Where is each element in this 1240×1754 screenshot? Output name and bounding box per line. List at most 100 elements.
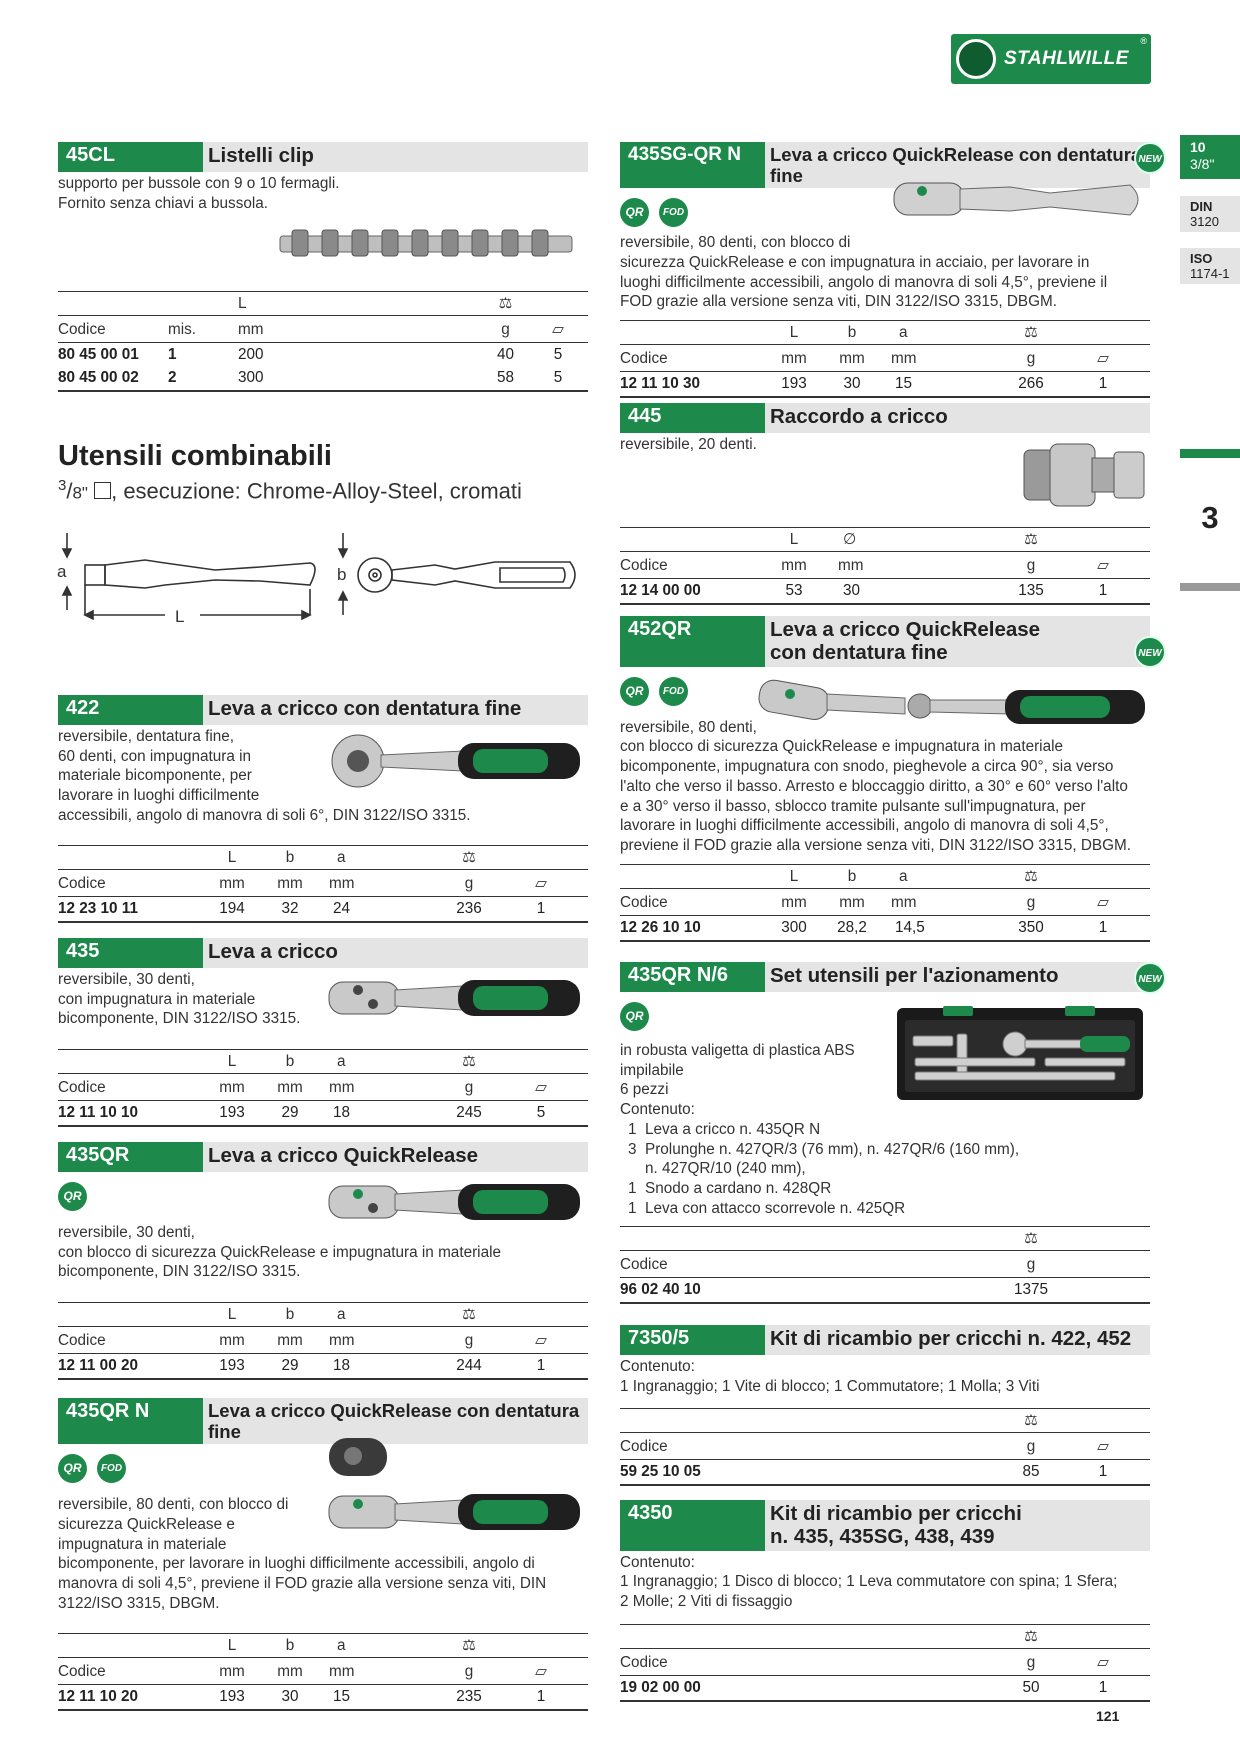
- desc-line: e a 30° verso il basso, sblocco tramite …: [620, 797, 1086, 815]
- col-length-unit: mm: [238, 315, 483, 344]
- title-line: Leva a cricco QuickRelease: [770, 618, 1041, 641]
- col-length-label: L: [227, 1306, 237, 1324]
- col-a-label: a: [337, 1053, 346, 1071]
- sidebar-din-number: 3120: [1190, 214, 1219, 229]
- page-subtitle: 3/8" , esecuzione: Chrome-Alloy-Steel, c…: [58, 477, 522, 504]
- cell-qty: 1: [1056, 915, 1150, 942]
- col-unit: mm: [823, 344, 881, 372]
- col-size: mis.: [168, 315, 238, 344]
- cell-length: 194: [203, 896, 261, 923]
- col-unit: mm: [765, 888, 823, 916]
- gear-icon: [956, 39, 996, 79]
- title-line: Kit di ricambio per cricchi: [770, 1502, 1022, 1525]
- col-b-label: b: [285, 1637, 295, 1655]
- col-unit: mm: [203, 869, 261, 897]
- col-unit: mm: [823, 551, 1006, 579]
- product-title: Leva a cricco con dentatura fine: [208, 697, 522, 720]
- product-code: 435QR N: [58, 1398, 203, 1445]
- chapter-marker-bottom: [1180, 583, 1240, 591]
- cell-weight: 135: [1006, 578, 1056, 605]
- cell-b: 28,2: [823, 915, 881, 942]
- ratchet-435-image: [328, 980, 580, 1016]
- section-435qr: 435QR Leva a cricco QuickRelease QR reve…: [58, 1142, 588, 1381]
- qr-badge: QR: [620, 676, 649, 706]
- section-header: 435QR Leva a cricco QuickRelease: [58, 1142, 588, 1172]
- cell-length: 193: [203, 1100, 261, 1128]
- product-title: Leva a cricco: [208, 940, 338, 963]
- col-unit: mm: [319, 1326, 444, 1355]
- desc-line: Fornito senza chiavi a bussola.: [58, 194, 269, 212]
- fod-badge: FOD: [659, 676, 688, 706]
- desc-line: impugnatura in materiale: [58, 1535, 227, 1553]
- desc-line: Contenuto:: [620, 1553, 695, 1571]
- section-header: 435QR N/6 Set utensili per l'azionamento: [620, 962, 1150, 992]
- col-unit: mm: [881, 888, 1006, 916]
- cell-weight: 245: [444, 1100, 494, 1128]
- dim-l-label: L: [175, 607, 184, 625]
- ratchet-435qr-image: [328, 1184, 580, 1220]
- contents-item: n. 427QR/10 (240 mm),: [628, 1160, 806, 1178]
- product-code: 435: [58, 938, 203, 968]
- cell-qty: 5: [528, 366, 588, 393]
- package-icon: ▱: [528, 315, 588, 344]
- product-code: 435QR: [58, 1142, 203, 1172]
- square-drive-icon: [94, 482, 112, 500]
- desc-line: lavorare in luoghi difficilmente: [58, 787, 260, 805]
- chapter-number: 3: [1201, 500, 1219, 535]
- package-icon: ▱: [1056, 1648, 1150, 1676]
- tool-case-image: [897, 1006, 1143, 1100]
- brand-name: STAHLWILLE: [1004, 48, 1129, 69]
- cell-weight: 350: [1006, 915, 1056, 942]
- package-icon: ▱: [494, 1326, 588, 1355]
- product-code: 7350/5: [620, 1325, 765, 1355]
- sidebar-tab-number: 10: [1190, 139, 1206, 155]
- weight-icon: ⚖: [462, 1637, 476, 1655]
- dimension-diagram: a L b: [57, 533, 576, 625]
- package-icon: ▱: [494, 869, 588, 897]
- title-line: n. 435, 435SG, 438, 439: [770, 1525, 995, 1549]
- desc-line: l'alto che verso il basso. Arresto e blo…: [620, 777, 1128, 795]
- page-number: 121: [1096, 1708, 1120, 1724]
- col-weight-unit: g: [1006, 344, 1056, 372]
- col-length-label: L: [227, 848, 237, 866]
- section-header: 7350/5 Kit di ricambio per cricchi n. 42…: [620, 1325, 1150, 1355]
- col-unit: mm: [319, 869, 444, 897]
- section-header: 452QR Leva a cricco QuickRelease con den…: [620, 616, 1150, 667]
- cell-weight: 58: [483, 366, 528, 393]
- product-code: 452QR: [620, 616, 765, 667]
- product-title: Leva a cricco QuickRelease: [208, 1144, 479, 1167]
- col-length-label: L: [227, 1637, 237, 1655]
- desc-line: reversibile, dentatura fine,: [58, 728, 235, 745]
- package-icon: ▱: [1056, 888, 1150, 916]
- col-weight-unit: g: [1006, 1648, 1056, 1676]
- desc-line: 1 Ingranaggio; 1 Disco di blocco; 1 Leva…: [620, 1573, 1118, 1591]
- package-icon: ▱: [1056, 551, 1150, 579]
- cell-code: 96 02 40 10: [620, 1277, 1006, 1305]
- cell-code: 80 45 00 01: [58, 346, 139, 364]
- weight-icon: ⚖: [462, 848, 476, 866]
- feature-badges: QR FOD: [620, 676, 1150, 706]
- feature-badges: QR FOD: [620, 198, 1150, 228]
- cell-code: 12 11 00 20: [58, 1353, 203, 1381]
- brand-logo: STAHLWILLE ®: [951, 34, 1151, 84]
- qr-badge: QR: [620, 198, 649, 228]
- desc-line: reversibile, 30 denti,: [58, 971, 195, 988]
- dim-b-label: b: [337, 565, 346, 584]
- desc-line: Contenuto:: [620, 1101, 695, 1119]
- desc-line: 6 pezzi: [620, 1081, 669, 1099]
- new-badge: NEW: [1134, 636, 1166, 668]
- sidebar-din-label: DIN: [1190, 199, 1213, 214]
- col-unit: mm: [319, 1657, 444, 1686]
- desc-line: 1 Ingranaggio; 1 Vite di blocco; 1 Commu…: [620, 1377, 1040, 1395]
- cell-diameter: 30: [823, 578, 1006, 605]
- cell-length: 53: [765, 578, 823, 605]
- cell-a: 14,5: [881, 915, 1006, 942]
- col-code: Codice: [58, 1326, 203, 1355]
